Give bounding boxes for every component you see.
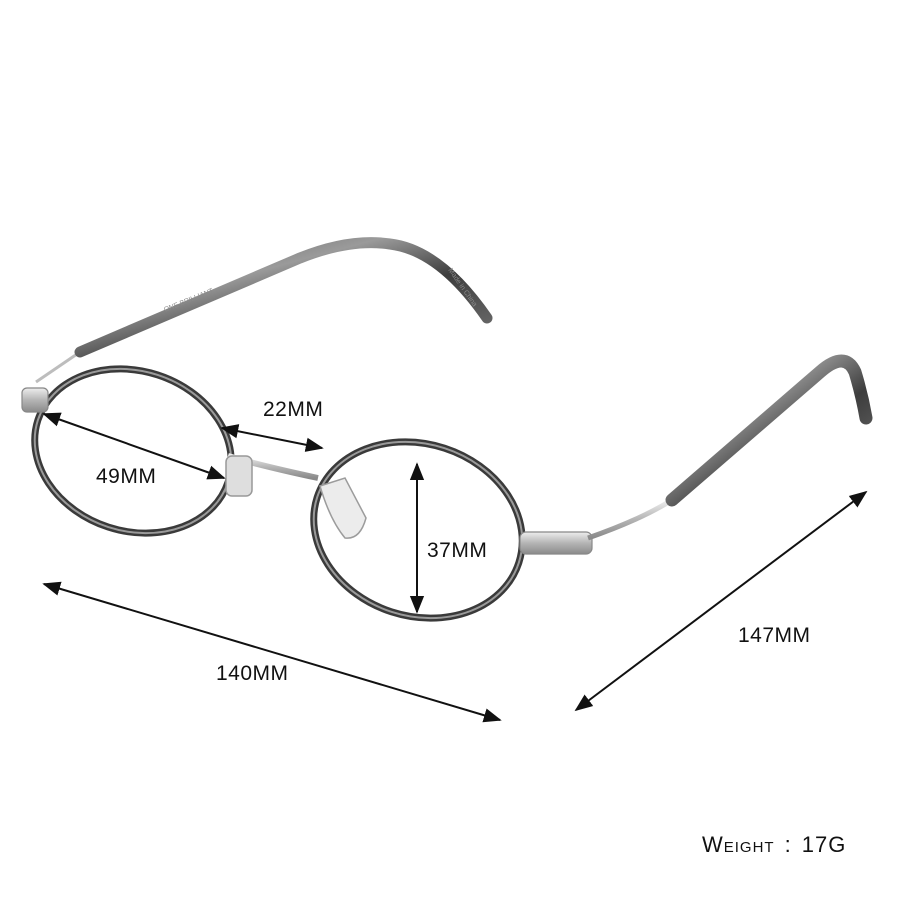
lens-width-label: 49MM <box>96 465 157 488</box>
near-temple <box>519 354 873 555</box>
far-temple-wire <box>35 350 81 384</box>
lens-width-arrow <box>42 412 226 480</box>
bridge-width-label: 22MM <box>263 398 324 421</box>
weight-separator: : <box>784 832 792 857</box>
right-nose-pad <box>319 477 367 539</box>
far-temple-tip <box>74 237 493 358</box>
left-lens <box>31 365 235 537</box>
far-temple <box>35 237 493 384</box>
bridge-width-arrow <box>220 424 324 452</box>
frame-width-arrow <box>42 581 502 723</box>
weight-label: Weight <box>702 832 775 857</box>
temple-length-arrow <box>574 490 868 712</box>
lens-height-label: 37MM <box>427 539 488 562</box>
near-temple-wire <box>587 497 674 541</box>
frame-width-label: 140MM <box>216 662 289 685</box>
right-hinge <box>519 531 593 555</box>
left-lens-rim <box>31 365 235 537</box>
temple-length-label: 147MM <box>738 624 811 647</box>
left-nose-pad <box>225 455 253 497</box>
weight-value: 17G <box>801 832 847 857</box>
bridge <box>225 453 367 539</box>
left-lens-rim-highlight <box>33 367 233 535</box>
weight-spec: Weight:17G <box>702 832 846 858</box>
left-hinge <box>21 387 49 413</box>
near-temple-tip <box>665 354 873 507</box>
temple-imprint-right: Made in China <box>446 267 478 308</box>
